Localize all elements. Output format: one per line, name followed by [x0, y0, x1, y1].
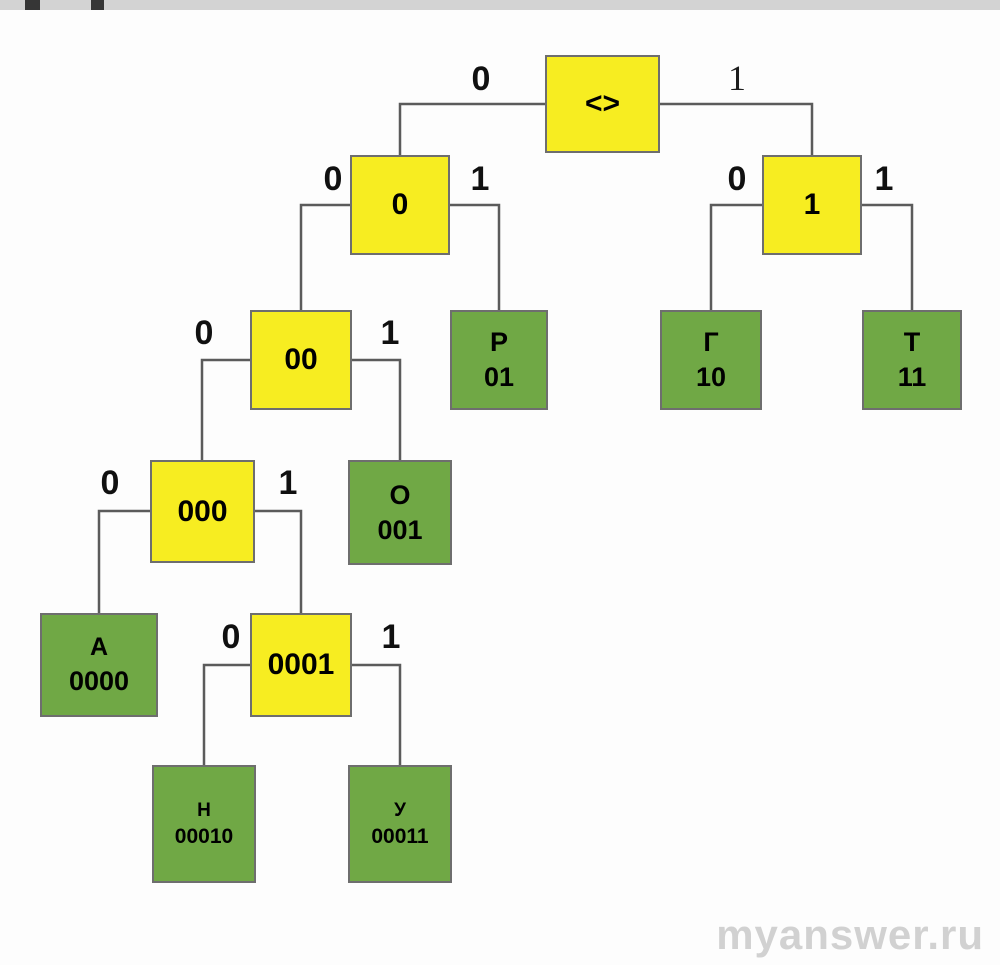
tree-leaf-g: Г 10 [660, 310, 762, 410]
tree-node-000: 000 [150, 460, 255, 563]
node-label: 0001 [267, 648, 335, 681]
leaf-letter: Н [197, 800, 211, 821]
tree-node-0001: 0001 [250, 613, 352, 717]
edge-label-1-0: 0 [727, 160, 747, 198]
tree-node-00: 00 [250, 310, 352, 410]
tree-leaf-o: О 001 [348, 460, 452, 565]
leaf-letter: У [394, 800, 406, 821]
leaf-code: 00011 [371, 825, 429, 848]
edge-label-root-0: 0 [471, 60, 491, 98]
edge-0001-left [202, 663, 250, 766]
edge-label-000-1: 1 [278, 464, 298, 502]
top-strip-mark [91, 0, 104, 10]
node-label: <> [584, 87, 621, 120]
node-label: 00 [284, 343, 318, 376]
leaf-letter: Р [489, 327, 508, 357]
leaf-letter: Т [903, 327, 921, 357]
node-label: 1 [803, 188, 821, 221]
edge-label-00-1: 1 [380, 314, 400, 352]
edge-label-0-0: 0 [323, 160, 343, 198]
leaf-letter: А [89, 633, 109, 661]
top-strip [0, 0, 1000, 10]
edge-label-root-1: 1 [728, 58, 746, 98]
leaf-code: 001 [377, 514, 423, 545]
leaf-code: 10 [695, 362, 727, 392]
tree-leaf-u: У 00011 [348, 765, 452, 883]
leaf-code: 00010 [174, 825, 234, 848]
edge-label-0001-0: 0 [221, 618, 241, 656]
tree-leaf-t: Т 11 [862, 310, 962, 410]
edge-label-000-0: 0 [100, 464, 120, 502]
tree-node-0: 0 [350, 155, 450, 255]
edge-label-0-1: 1 [470, 160, 490, 198]
edge-1-left [709, 203, 762, 311]
edge-label-00-0: 0 [194, 314, 214, 352]
edge-000-right [255, 509, 303, 614]
node-label: 000 [177, 494, 228, 528]
edge-00-left [200, 358, 250, 461]
top-strip-mark [25, 0, 40, 10]
tree-leaf-r: Р 01 [450, 310, 548, 410]
edge-00-right [352, 358, 402, 461]
leaf-code: 0000 [68, 666, 130, 696]
tree-node-1: 1 [762, 155, 862, 255]
edge-label-0001-1: 1 [381, 618, 401, 656]
edge-root-right [660, 102, 814, 156]
edge-0-right [450, 203, 501, 311]
watermark: myanswer.ru [716, 911, 984, 958]
leaf-letter: О [389, 479, 411, 510]
edge-000-left [97, 509, 150, 614]
tree-leaf-a: А 0000 [40, 613, 158, 717]
edge-label-1-1: 1 [874, 160, 894, 198]
leaf-code: 01 [483, 362, 515, 392]
edge-0-left [299, 203, 350, 311]
leaf-code: 11 [897, 362, 927, 392]
edge-root-left [398, 102, 545, 156]
edge-1-right [862, 203, 914, 311]
edge-0001-right [352, 663, 402, 766]
tree-leaf-n: Н 00010 [152, 765, 256, 883]
node-label: 0 [391, 188, 409, 221]
leaf-letter: Г [703, 327, 719, 357]
tree-node-root: <> [545, 55, 660, 153]
